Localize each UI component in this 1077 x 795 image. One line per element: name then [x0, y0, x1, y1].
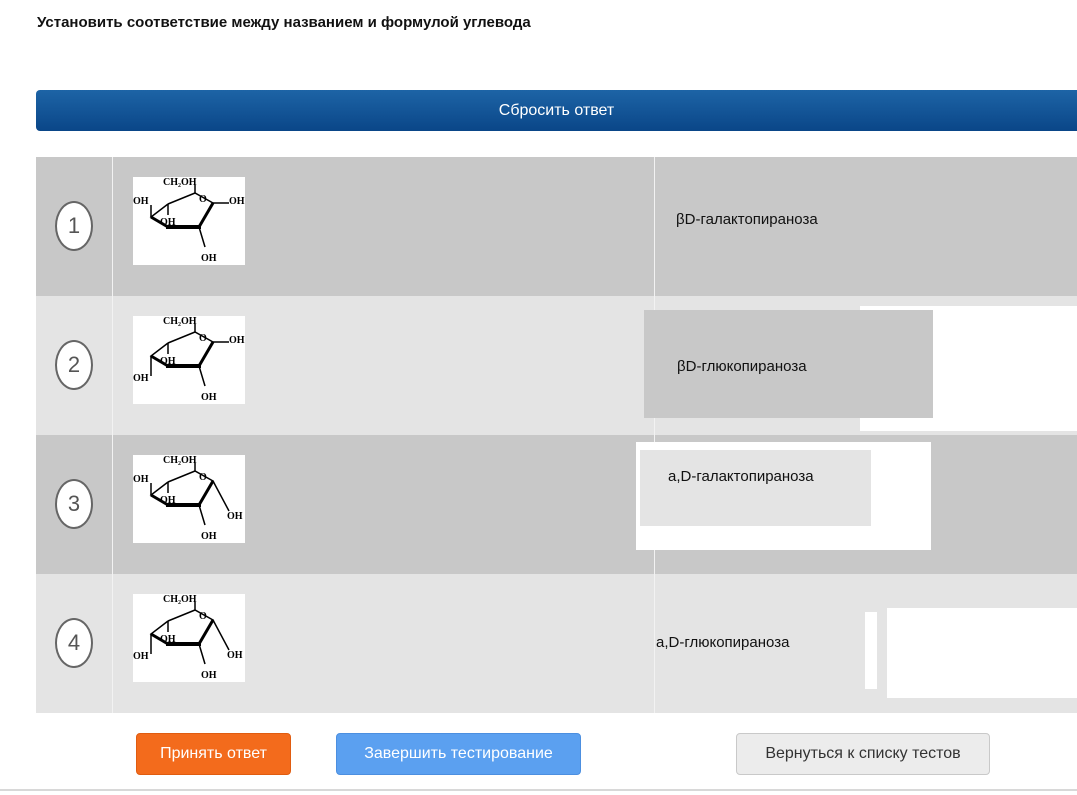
row-number-cell: 3 — [36, 435, 113, 574]
svg-text:OH: OH — [160, 217, 176, 228]
reset-answer-button[interactable]: Сбросить ответ — [36, 90, 1077, 131]
pyranose-ring-icon: CH₂OH O OH OH OH OH — [133, 316, 245, 403]
match-row-2: 2 CH₂OH O OH OH — [36, 296, 1077, 435]
answer-card[interactable]: βD-глюкопираноза — [644, 310, 933, 418]
svg-text:CH₂OH: CH₂OH — [163, 594, 197, 605]
row-number-cell: 1 — [36, 157, 113, 296]
svg-text:CH₂OH: CH₂OH — [163, 177, 197, 188]
svg-text:OH: OH — [133, 196, 149, 207]
svg-text:O: O — [199, 472, 207, 483]
answer-option-4[interactable]: a,D-глюкопираноза — [656, 634, 790, 651]
finish-test-button[interactable]: Завершить тестирование — [336, 733, 581, 775]
structure-cell: CH₂OH O OH OH OH OH — [113, 435, 655, 574]
row-number-cell: 2 — [36, 296, 113, 435]
row-number-badge: 2 — [55, 340, 93, 390]
structure-formula-4: CH₂OH O OH OH OH OH — [133, 594, 245, 682]
page-title: Установить соответствие между названием … — [37, 14, 531, 31]
pyranose-ring-icon: CH₂OH O OH OH OH OH — [133, 594, 243, 681]
svg-text:O: O — [199, 333, 207, 344]
svg-text:OH: OH — [227, 650, 243, 661]
back-to-tests-button[interactable]: Вернуться к списку тестов — [736, 733, 990, 775]
answer-drop-zone[interactable] — [887, 608, 1077, 698]
divider — [0, 789, 1077, 791]
structure-formula-2: CH₂OH O OH OH OH OH — [133, 316, 245, 404]
match-row-3: 3 CH₂OH O OH OH — [36, 435, 1077, 574]
answer-drop-zone[interactable]: a,D-галактопираноза — [636, 442, 931, 550]
match-row-4: 4 CH₂OH O OH OH — [36, 574, 1077, 713]
structure-formula-1: CH₂OH O OH OH OH OH — [133, 177, 245, 265]
svg-text:OH: OH — [201, 253, 217, 264]
svg-text:OH: OH — [201, 670, 217, 681]
pyranose-ring-icon: CH₂OH O OH OH OH OH — [133, 455, 243, 542]
svg-text:OH: OH — [201, 531, 217, 542]
answer-card[interactable]: a,D-галактопираноза — [640, 450, 871, 526]
svg-text:OH: OH — [227, 511, 243, 522]
svg-text:O: O — [199, 194, 207, 205]
row-number-badge: 1 — [55, 201, 93, 251]
structure-formula-3: CH₂OH O OH OH OH OH — [133, 455, 245, 543]
structure-cell: CH₂OH O OH OH OH OH — [113, 574, 655, 713]
svg-text:CH₂OH: CH₂OH — [163, 316, 197, 327]
svg-text:O: O — [199, 611, 207, 622]
structure-cell: CH₂OH O OH OH OH OH — [113, 296, 655, 435]
structure-cell: CH₂OH O OH OH OH OH — [113, 157, 655, 296]
row-number-badge: 3 — [55, 479, 93, 529]
divider — [865, 612, 877, 689]
svg-text:OH: OH — [229, 335, 245, 346]
svg-text:OH: OH — [133, 651, 149, 662]
svg-text:OH: OH — [160, 356, 176, 367]
svg-text:OH: OH — [133, 474, 149, 485]
svg-text:OH: OH — [229, 196, 245, 207]
answer-option-1[interactable]: βD-галактопираноза — [676, 211, 818, 228]
svg-text:OH: OH — [160, 495, 176, 506]
answer-option-3[interactable]: a,D-галактопираноза — [668, 468, 814, 485]
match-row-1: 1 CH₂OH O OH OH — [36, 157, 1077, 296]
svg-text:OH: OH — [133, 373, 149, 384]
row-number-cell: 4 — [36, 574, 113, 713]
svg-text:OH: OH — [160, 634, 176, 645]
svg-text:CH₂OH: CH₂OH — [163, 455, 197, 466]
svg-text:OH: OH — [201, 392, 217, 403]
pyranose-ring-icon: CH₂OH O OH OH OH OH — [133, 177, 245, 264]
accept-answer-button[interactable]: Принять ответ — [136, 733, 291, 775]
row-number-badge: 4 — [55, 618, 93, 668]
answer-option-2[interactable]: βD-глюкопираноза — [677, 358, 807, 375]
